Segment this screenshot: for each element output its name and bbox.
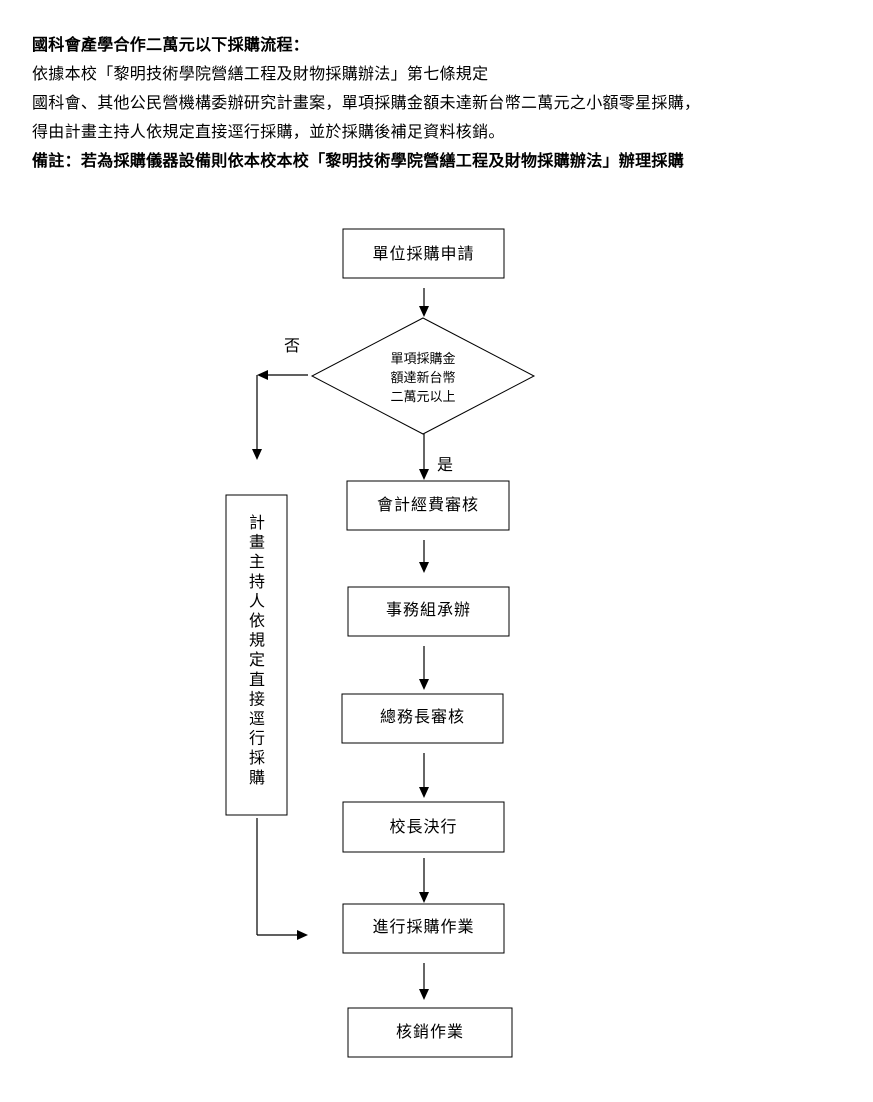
side-box-char: 規 (249, 631, 265, 650)
decision-label-line-2: 額達新台幣 (390, 370, 455, 386)
side-box-char: 行 (249, 729, 265, 748)
side-box-char: 直 (249, 670, 265, 689)
step-procurement-box (342, 903, 505, 954)
side-box-char: 購 (249, 768, 265, 787)
side-box-char: 依 (249, 611, 265, 630)
step-director-review-label: 總務長審核 (380, 707, 465, 726)
page-title: 國科會產學合作二萬元以下採購流程： (32, 35, 310, 54)
decision-label-line-3: 二萬元以上 (390, 390, 455, 405)
arrow-head (419, 679, 429, 690)
arrow-head (419, 306, 429, 317)
decision-label-line-1: 單項採購金 (390, 351, 455, 367)
arrow-head (419, 892, 429, 903)
step-reimbursement-label: 核銷作業 (396, 1022, 464, 1041)
arrow-head (297, 930, 308, 940)
side-box-char: 人 (249, 591, 265, 610)
step-general-affairs-box (347, 586, 510, 637)
step-director-review-box (341, 693, 504, 744)
side-box-char: 主 (249, 552, 265, 571)
description-line-1: 國科會、其他公民營機構委辦研究計畫案，單項採購金額未達新台幣二萬元之小額零星採購… (32, 93, 701, 112)
step-general-affairs-label: 事務組承辦 (386, 600, 471, 619)
step-procurement-label: 進行採購作業 (372, 917, 474, 936)
side-box-char: 持 (249, 572, 265, 591)
description-line-2: 得由計畫主持人依規定直接逕行採購，並於採購後補足資料核銷。 (32, 122, 505, 141)
side-box-char: 逕 (249, 709, 265, 728)
step-unit-request-label: 單位採購申請 (372, 244, 474, 263)
step-accounting-review-label: 會計經費審核 (377, 495, 479, 514)
pi-direct-purchase-label: 計畫主持人依規定直接逕行採購 (249, 513, 265, 787)
arrow-head (419, 989, 429, 1000)
decision-diamond (310, 317, 536, 435)
regulation-line: 依據本校「黎明技術學院營繕工程及財物採購辦法」第七條規定 (32, 64, 489, 83)
side-box-char: 採 (249, 748, 265, 767)
side-box-char: 接 (249, 689, 265, 708)
yes-label: 是 (437, 455, 453, 474)
arrow-head (257, 370, 268, 380)
arrow-head (419, 562, 429, 573)
side-box-char: 定 (249, 650, 265, 669)
note-line: 備註：若為採購儀器設備則依本校本校「黎明技術學院營繕工程及財物採購辦法」辦理採購 (32, 151, 685, 170)
step-unit-request-box (342, 228, 505, 279)
step-president-decision-label: 校長決行 (389, 817, 457, 836)
step-reimbursement-box (347, 1007, 513, 1058)
side-box-char: 畫 (249, 533, 265, 552)
side-box-char: 計 (249, 513, 265, 532)
step-accounting-review-box (346, 480, 510, 531)
arrow-head (252, 449, 262, 460)
arrow-head (419, 469, 429, 480)
step-president-decision-box (342, 801, 505, 853)
pi-direct-purchase-box (225, 494, 288, 816)
arrow-head (419, 787, 429, 798)
header: 國科會產學合作二萬元以下採購流程： 依據本校「黎明技術學院營繕工程及財物採購辦法… (32, 30, 862, 175)
no-label: 否 (284, 336, 300, 355)
